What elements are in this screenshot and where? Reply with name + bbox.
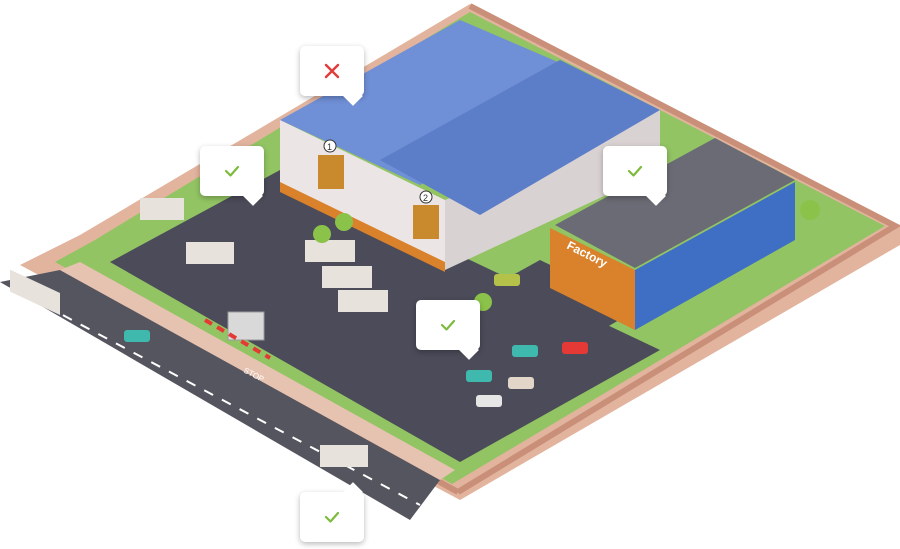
check-icon bbox=[224, 165, 240, 177]
car-parking-teal-1 bbox=[512, 345, 538, 357]
truck-yard-3 bbox=[305, 240, 355, 262]
car-lot-olive bbox=[494, 274, 520, 286]
status-marker-factory-office[interactable] bbox=[603, 146, 667, 206]
car-parking-white bbox=[476, 395, 502, 407]
warehouse-roof-1 bbox=[280, 20, 600, 185]
truck-road-bottom bbox=[320, 445, 368, 467]
truck-road bbox=[10, 269, 60, 315]
car-parking-red bbox=[562, 342, 588, 354]
car-parking-teal-2 bbox=[466, 370, 492, 382]
tree bbox=[800, 200, 820, 220]
sidewalk bbox=[60, 262, 455, 480]
truck-yard-4 bbox=[322, 266, 372, 288]
factory-blue-facade bbox=[635, 182, 795, 330]
gate-barrier bbox=[203, 318, 272, 360]
building-number-1-badge bbox=[323, 139, 337, 153]
status-marker-parking-lot[interactable] bbox=[416, 300, 480, 360]
factory-roof bbox=[555, 138, 795, 268]
truck-yard-5 bbox=[338, 290, 388, 312]
cross-icon bbox=[324, 63, 340, 79]
check-icon bbox=[440, 319, 456, 331]
warehouse-orange-stripe bbox=[280, 182, 445, 272]
truck-yard-2 bbox=[186, 242, 234, 264]
warehouse-roof-2 bbox=[380, 60, 660, 215]
status-marker-loading-dock[interactable] bbox=[200, 146, 264, 206]
tree bbox=[335, 213, 353, 231]
factory-orange-facade bbox=[550, 228, 635, 330]
building-number-2-badge bbox=[419, 190, 433, 204]
car-parking-beige bbox=[508, 377, 534, 389]
tree bbox=[313, 225, 331, 243]
perimeter-wall-right bbox=[456, 3, 900, 495]
building-number-1: 1 bbox=[327, 142, 332, 152]
check-icon bbox=[627, 165, 643, 177]
loading-door-1 bbox=[318, 155, 344, 189]
status-marker-warehouse[interactable] bbox=[300, 46, 364, 106]
truck-yard-1 bbox=[140, 198, 184, 220]
road-divider bbox=[9, 286, 421, 506]
car-road-teal bbox=[124, 330, 150, 342]
building-number-2: 2 bbox=[423, 193, 428, 203]
check-icon bbox=[324, 511, 340, 523]
status-marker-road-delivery[interactable] bbox=[300, 482, 364, 542]
loading-door-2 bbox=[413, 205, 439, 239]
